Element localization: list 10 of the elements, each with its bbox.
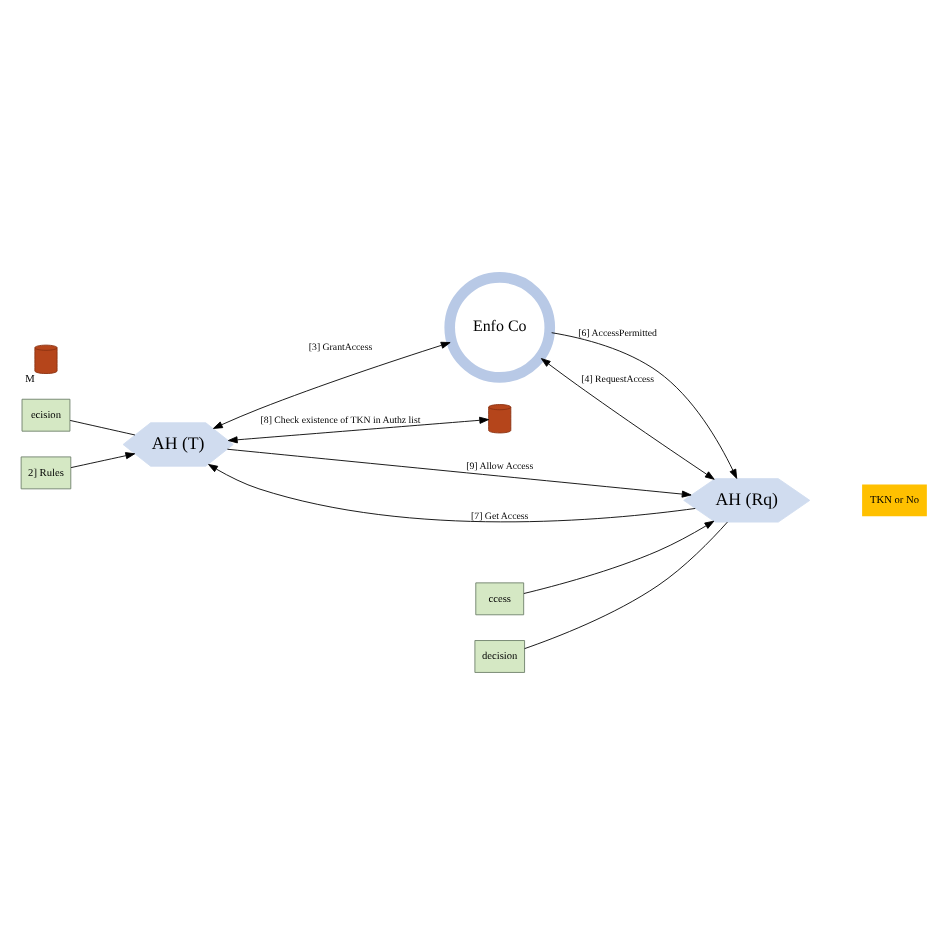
arrow — [523, 520, 715, 594]
arrow — [551, 332, 738, 479]
arrow — [540, 358, 715, 480]
arrow — [70, 452, 136, 469]
connector — [524, 521, 728, 650]
arrow — [227, 416, 490, 444]
arrow — [226, 448, 692, 498]
arrow — [208, 464, 696, 523]
arrow — [212, 341, 451, 429]
connector — [69, 420, 136, 436]
